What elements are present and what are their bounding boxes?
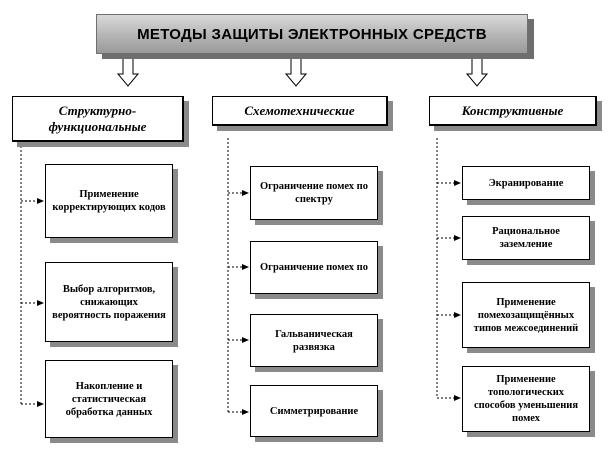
method-box: Выбор алгоритмов, снижающих вероятность … <box>45 262 173 342</box>
down-arrow-icon <box>116 56 140 87</box>
method-box: Рациональное заземление <box>462 216 590 260</box>
diagram-title: МЕТОДЫ ЗАЩИТЫ ЭЛЕКТРОННЫХ СРЕДСТВ <box>96 14 528 54</box>
method-box: Ограничение помех по <box>250 241 378 294</box>
category-constructive: Конструктивные <box>429 96 597 126</box>
method-box: Накопление и статистическая обработка да… <box>45 360 173 438</box>
category-structural-functional: Структурно-функциональные <box>12 96 184 142</box>
down-arrow-icon <box>284 56 308 87</box>
category-circuit: Схемотехнические <box>212 96 388 126</box>
method-box: Ограничение помех по спектру <box>250 166 378 220</box>
method-box: Применение помехозащищённых типов межсое… <box>462 282 590 348</box>
method-box: Гальваническая развязка <box>250 314 378 367</box>
method-box: Симметрирование <box>250 385 378 437</box>
method-box: Применение корректирующих кодов <box>45 164 173 238</box>
method-box: Экранирование <box>462 166 590 200</box>
down-arrow-icon <box>465 56 489 87</box>
method-box: Применение топологических способов умень… <box>462 366 590 432</box>
